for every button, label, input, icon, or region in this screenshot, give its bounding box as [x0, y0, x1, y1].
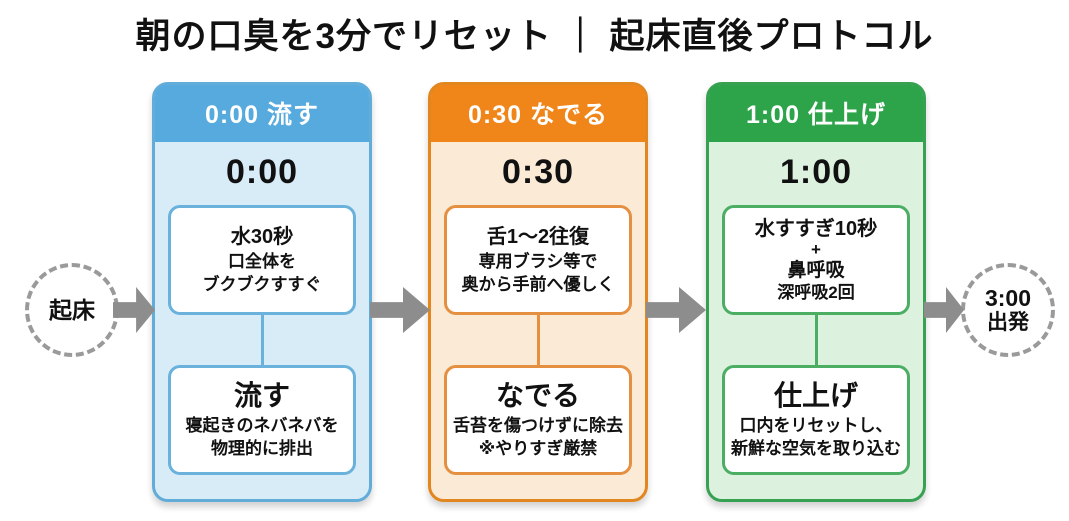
step-time: 0:00 — [225, 153, 299, 191]
action-line: 口全体を — [228, 251, 296, 271]
step-column-finish: 1:00 仕上げ 1:00 水すすぎ10秒 + 鼻呼吸 深呼吸2回 仕上げ 口内… — [706, 82, 926, 502]
flow-arrow-icon — [924, 287, 964, 333]
summary-line: 口内をリセットし、 — [739, 415, 893, 435]
summary-line: ※やりすぎ厳禁 — [478, 438, 598, 458]
summary-title: なでる — [495, 380, 580, 412]
action-line: + — [811, 240, 821, 260]
step-time: 0:30 — [501, 153, 575, 191]
action-card: 舌1〜2往復 専用ブラシ等で 奥から手前へ優しく — [444, 205, 632, 315]
action-card: 水30秒 口全体を ブクブクすすぐ — [168, 205, 356, 315]
connector-line — [536, 313, 540, 367]
action-line: 水すすぎ10秒 — [754, 218, 878, 241]
step-column-rinse: 0:00 流す 0:00 水30秒 口全体を ブクブクすすぐ 流す 寝起きのネバ… — [152, 82, 372, 502]
action-line: ブクブクすすぐ — [202, 274, 322, 294]
start-node-label: 起床 — [49, 296, 95, 323]
end-node-label: 出発 — [987, 311, 1029, 335]
summary-title: 仕上げ — [773, 380, 858, 412]
summary-card: なでる 舌苔を傷つけずに除去 ※やりすぎ厳禁 — [444, 365, 632, 475]
action-line: 専用ブラシ等で — [478, 251, 598, 271]
action-card: 水すすぎ10秒 + 鼻呼吸 深呼吸2回 — [722, 205, 910, 315]
step-header: 1:00 仕上げ — [709, 85, 923, 142]
action-line: 深呼吸2回 — [777, 282, 855, 302]
connector-line — [814, 313, 818, 367]
step-header: 0:00 流す — [155, 85, 369, 142]
summary-card: 流す 寝起きのネバネバを 物理的に排出 — [168, 365, 356, 475]
end-node-time: 3:00 — [984, 284, 1032, 311]
action-line: 奥から手前へ優しく — [461, 274, 615, 294]
start-node: 起床 — [25, 263, 119, 357]
summary-line: 寝起きのネバネバを — [185, 415, 339, 435]
action-line: 舌1〜2往復 — [486, 225, 590, 248]
action-line: 鼻呼吸 — [787, 259, 845, 281]
summary-title: 流す — [233, 380, 290, 412]
end-node: 3:00 出発 — [961, 263, 1055, 357]
connector-line — [260, 313, 264, 367]
step-header: 0:30 なでる — [431, 85, 645, 142]
summary-card: 仕上げ 口内をリセットし、 新鮮な空気を取り込む — [722, 365, 910, 475]
flow-arrow-icon — [370, 287, 430, 333]
page-title: 朝の口臭を3分でリセット ｜ 起床直後プロトコル — [135, 17, 934, 56]
action-line: 水30秒 — [230, 225, 294, 248]
summary-line: 舌苔を傷つけずに除去 — [453, 415, 623, 435]
flow-arrow-icon — [646, 287, 706, 333]
step-column-stroke: 0:30 なでる 0:30 舌1〜2往復 専用ブラシ等で 奥から手前へ優しく な… — [428, 82, 648, 502]
summary-line: 新鮮な空気を取り込む — [731, 438, 901, 458]
summary-line: 物理的に排出 — [211, 438, 313, 458]
step-time: 1:00 — [779, 153, 853, 191]
flow-arrow-icon — [113, 287, 155, 333]
